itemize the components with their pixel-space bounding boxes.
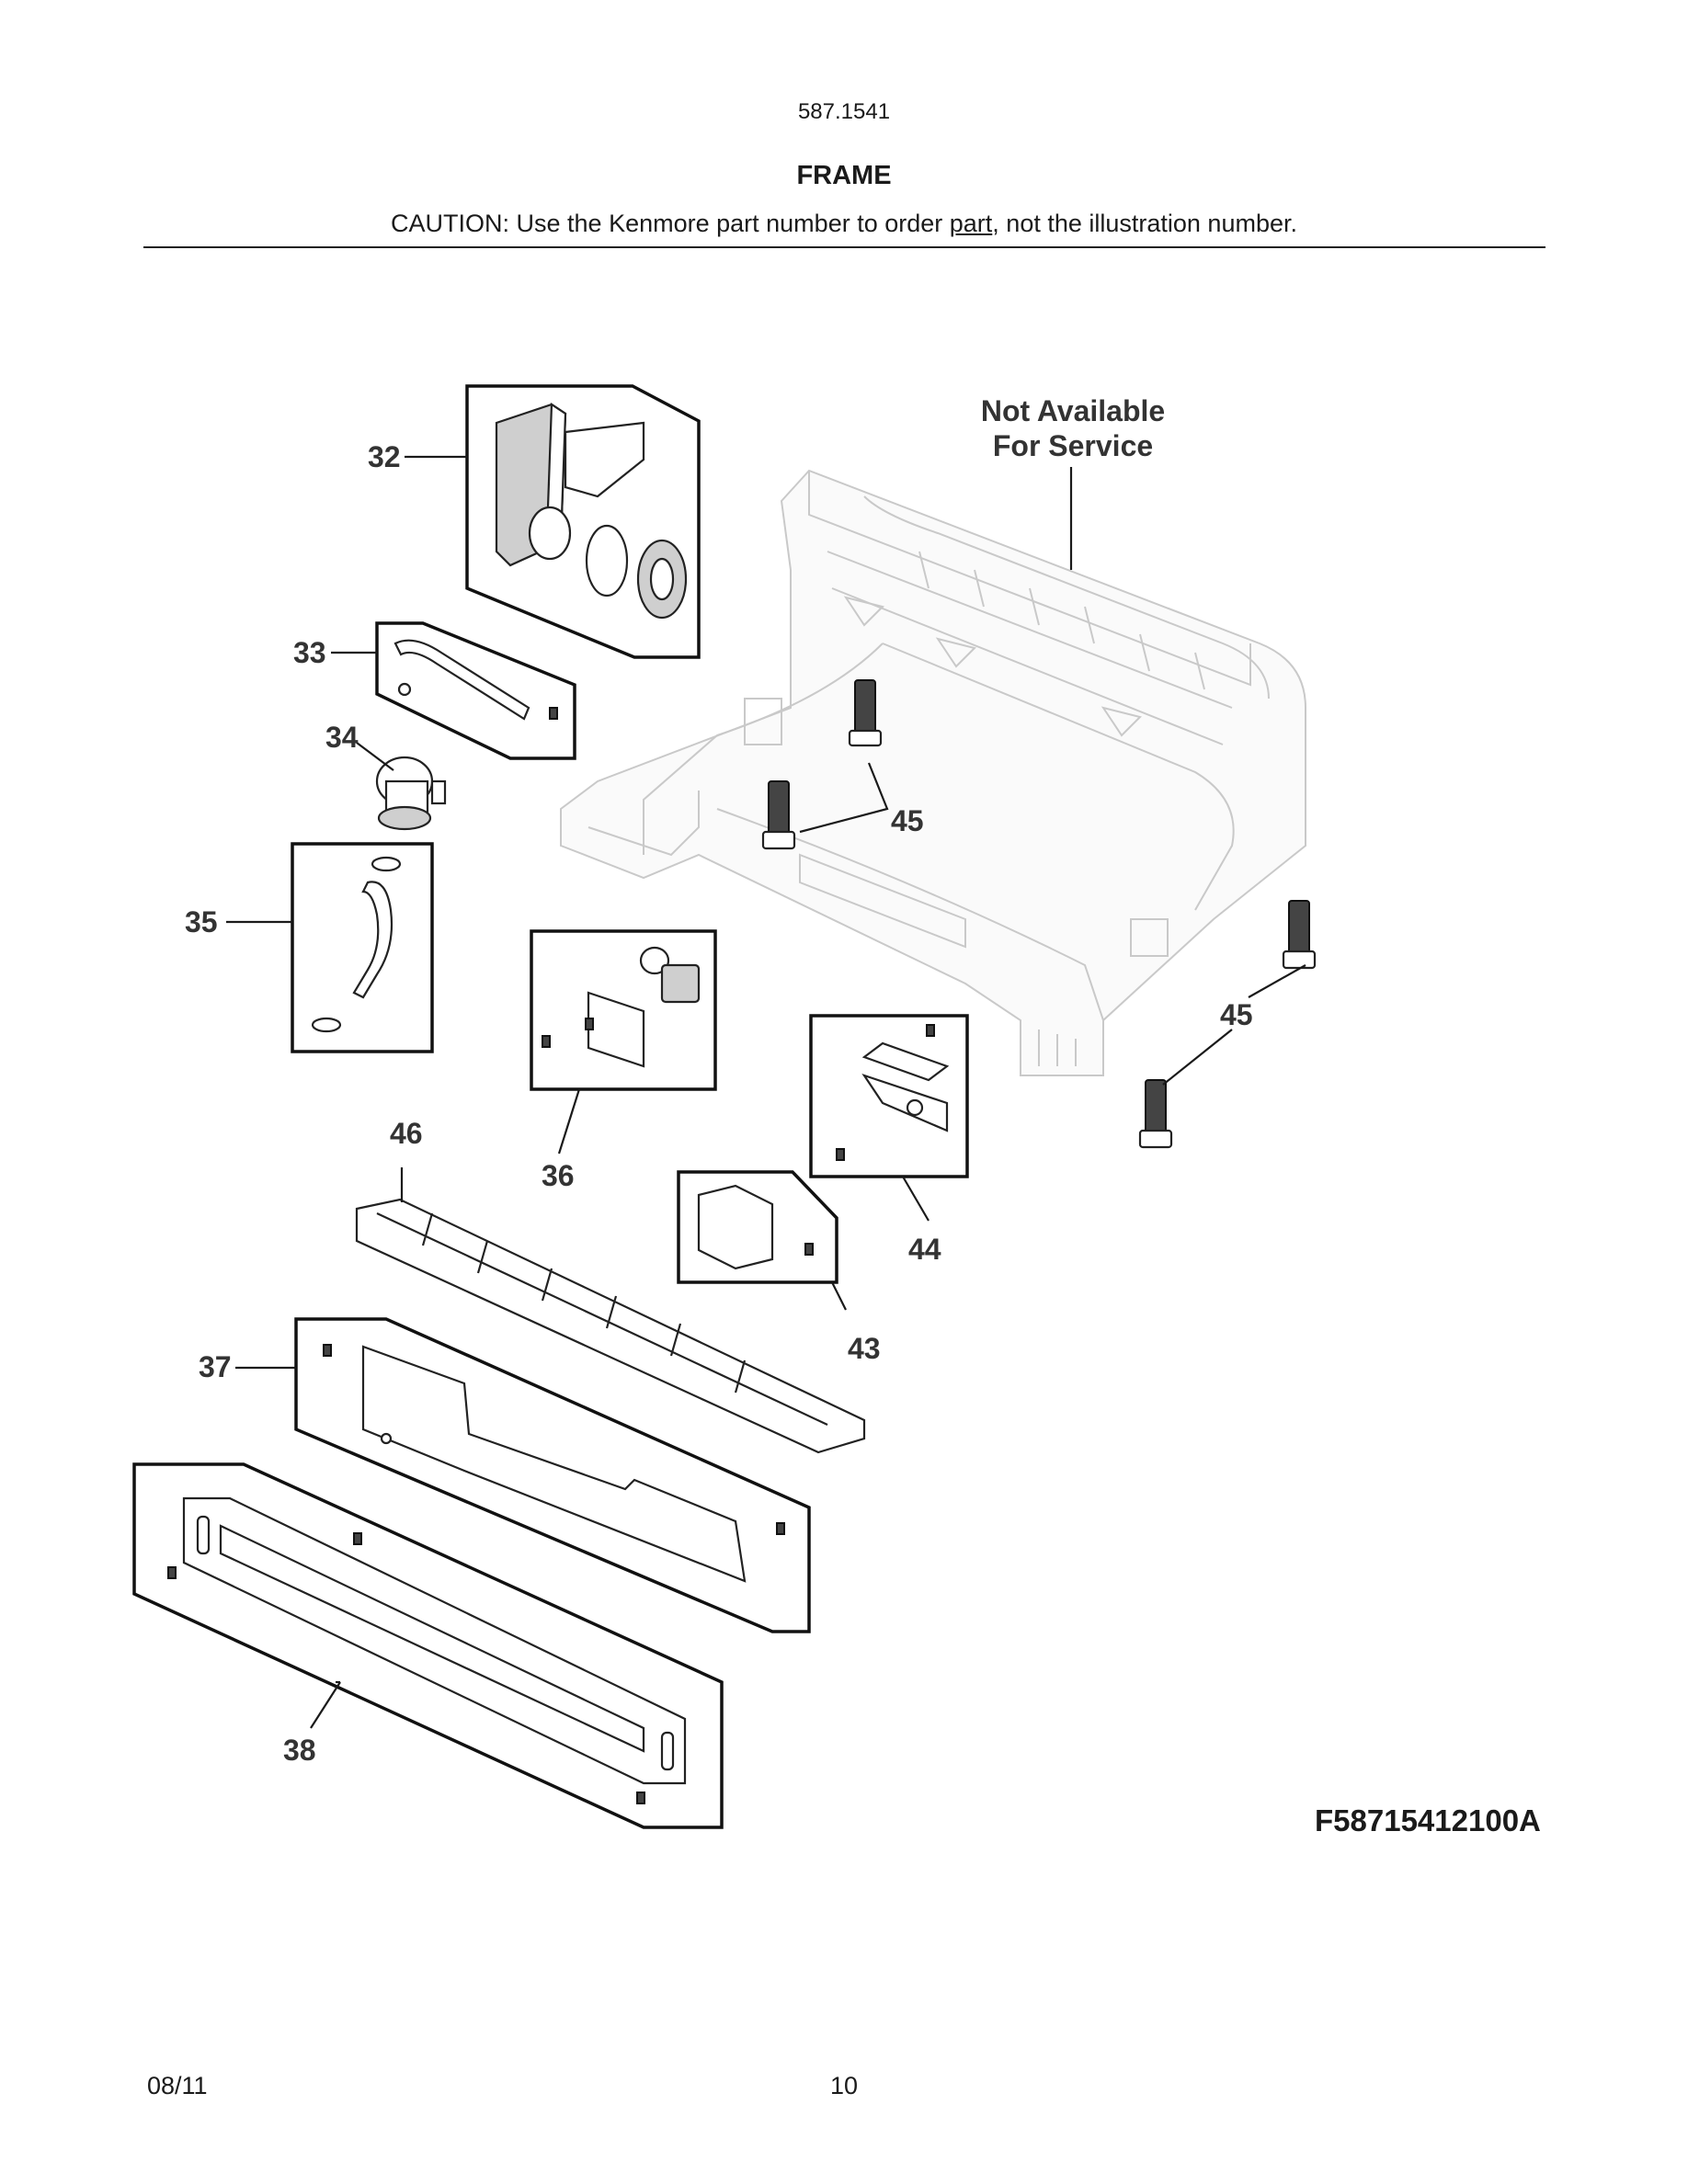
part-33-group [375,621,576,760]
leveling-leg-rear [848,679,883,747]
base-frame-illustration [560,469,1306,1076]
part-38-group [132,1462,724,1829]
callout-37: 37 [199,1350,232,1383]
part-44-group [809,1014,969,1178]
part-43-group [677,1170,838,1284]
footer-date: 08/11 [147,2072,208,2099]
figure-id: F58715412100A [1315,1803,1541,1837]
callout-34: 34 [325,721,359,754]
caution-note: CAUTION: Use the Kenmore part number to … [0,210,1688,238]
callout-33: 33 [293,636,326,669]
header-rule [143,246,1545,248]
leader-lines [226,455,1306,1729]
model-number: 587.1541 [797,99,891,124]
part-37-group [294,1317,811,1633]
part-32-group [465,384,701,659]
section-title: FRAME [796,161,892,190]
callout-32: 32 [368,440,401,473]
callout-43: 43 [848,1332,881,1365]
caution-text-end: , not the illustration number. [992,210,1297,237]
not-available-label-line1: Not Available [981,394,1165,427]
callout-46: 46 [390,1117,423,1150]
part-36-group [530,929,717,1091]
caution-underlined-word: part [949,210,993,237]
leveling-leg-front-left [761,780,796,850]
callout-44: 44 [908,1233,941,1266]
callout-45-right: 45 [1220,998,1253,1031]
part-46-vent-grille [355,1198,866,1454]
part-35-group [291,842,434,1053]
callout-38: 38 [283,1734,316,1767]
part-34-pressure-switch [375,756,447,831]
caution-text-start: CAUTION: Use the Kenmore part number to … [391,210,950,237]
callout-36: 36 [542,1159,575,1192]
callout-35: 35 [185,905,218,938]
leveling-leg-right-upper [1282,900,1317,970]
page-number: 10 [829,2072,859,2099]
leveling-leg-right-lower [1138,1079,1173,1149]
callout-45-rear: 45 [891,804,924,837]
not-available-label-line2: For Service [993,429,1153,462]
